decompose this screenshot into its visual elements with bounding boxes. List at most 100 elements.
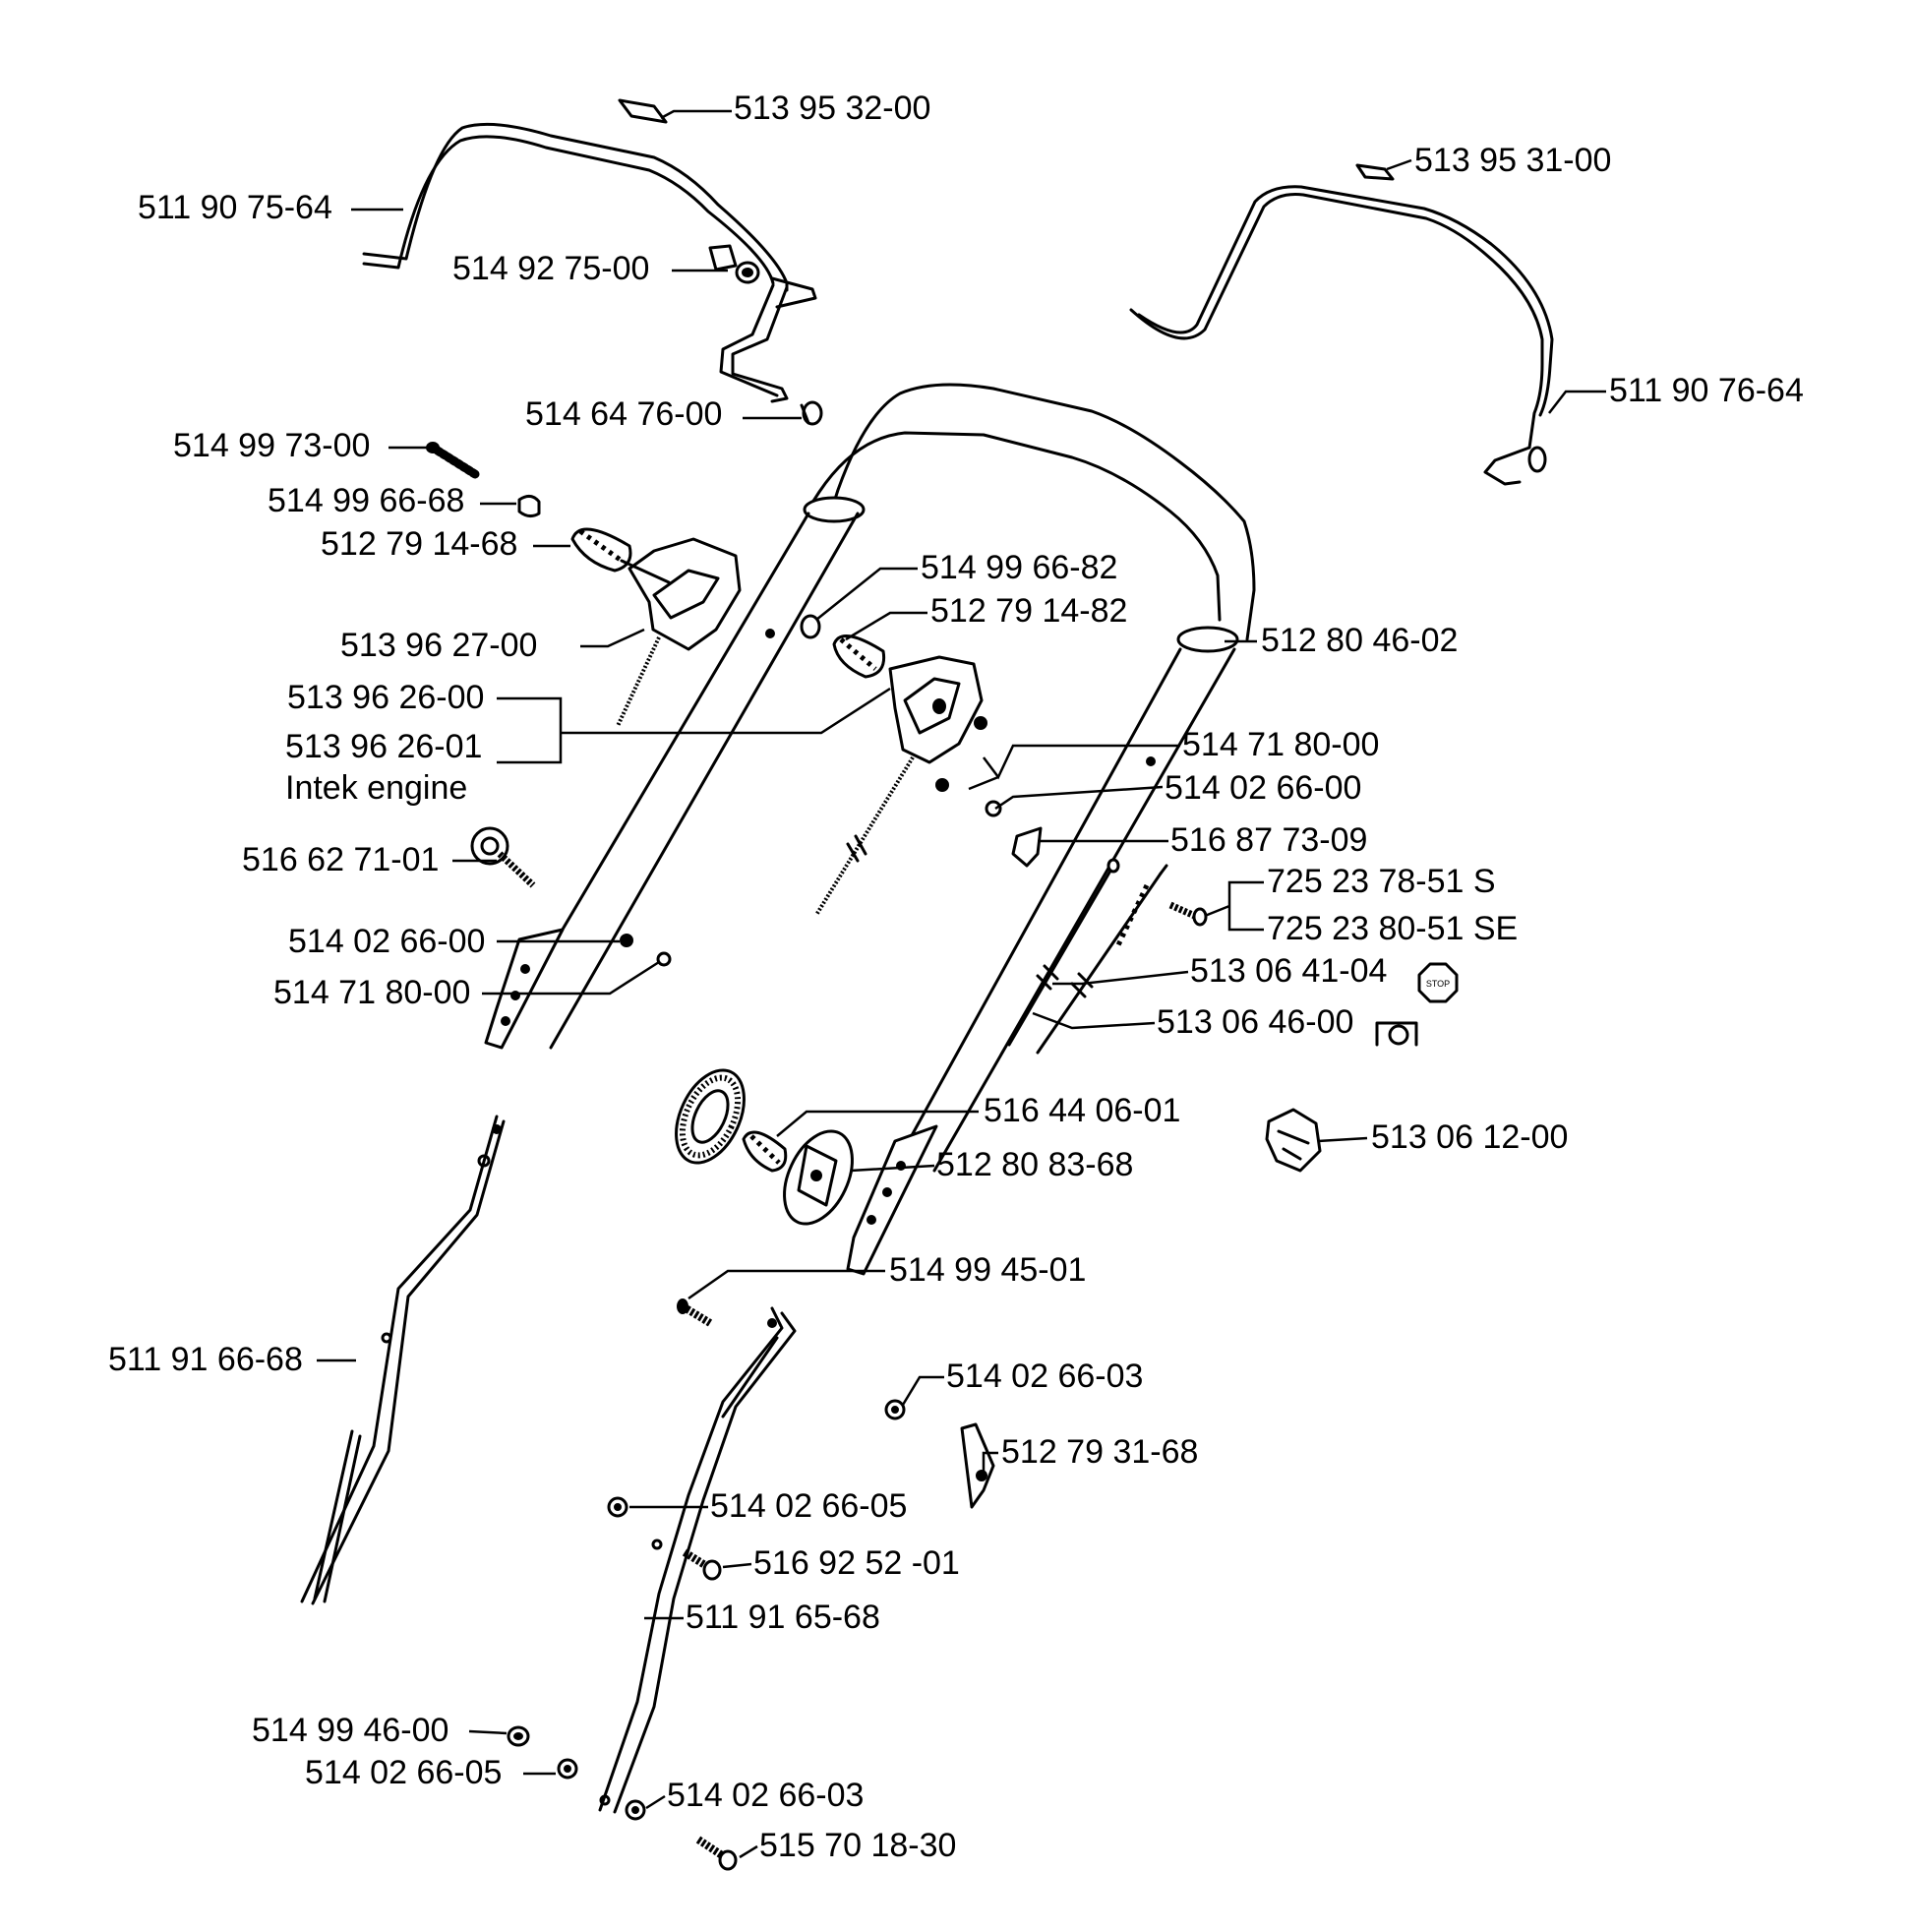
leader <box>739 1844 758 1859</box>
bail-bar-right-arm <box>1483 446 1531 486</box>
bail-bar-left-arm-inner <box>719 283 779 397</box>
label-512-80-46-02: 512 80 46-02 <box>1261 622 1458 659</box>
leader <box>482 960 660 996</box>
leader <box>497 687 891 764</box>
label-514-99-46-00: 514 99 46-00 <box>252 1712 448 1749</box>
nut-right-part <box>800 614 821 639</box>
label-514-02-66-03-b: 514 02 66-03 <box>667 1777 864 1814</box>
lower-handle-left-part <box>300 1115 499 1603</box>
label-511-90-75-64: 511 90 75-64 <box>138 189 332 226</box>
leader <box>722 1562 752 1569</box>
main-handle-part <box>829 383 1256 641</box>
bolt-515701830 <box>695 1836 725 1859</box>
washer-left <box>620 934 633 947</box>
leader <box>1032 1011 1156 1030</box>
bolt-head <box>426 442 440 453</box>
leader <box>994 785 1164 811</box>
washer-03b-hole <box>631 1806 639 1814</box>
decal-right-shape <box>1355 163 1395 181</box>
cable-1-end <box>1106 858 1120 874</box>
cable-break-1 <box>1036 964 1059 991</box>
lower-handle-right-hole2 <box>651 1539 663 1550</box>
label-514-71-80-00-a: 514 71 80-00 <box>1182 726 1379 763</box>
label-514-99-66-82: 514 99 66-82 <box>921 549 1117 586</box>
nut-left <box>656 951 672 967</box>
control-block-left-face <box>652 569 720 620</box>
ratchet-spring-outline <box>742 1130 788 1173</box>
leader <box>580 628 645 648</box>
label-512-80-83-68: 512 80 83-68 <box>936 1146 1133 1183</box>
nut-block-right-2 <box>935 778 949 792</box>
cable-break-2 <box>1070 972 1094 998</box>
leader <box>1386 158 1412 171</box>
screw-head <box>1192 907 1208 927</box>
lower-handle-right-part2 <box>613 1311 797 1814</box>
label-516-44-06-01: 516 44 06-01 <box>984 1092 1180 1129</box>
label-513-96-27-00: 513 96 27-00 <box>340 627 537 664</box>
label-514-99-73-00: 514 99 73-00 <box>173 427 370 464</box>
main-handle-right-tube <box>893 647 1182 1168</box>
leader <box>1052 970 1189 986</box>
washer-block-right <box>985 800 1002 817</box>
control-block-left-part <box>628 537 742 651</box>
label-513-95-31-00: 513 95 31-00 <box>1414 142 1611 179</box>
lower-handle-left-hole3 <box>381 1332 392 1344</box>
main-handle-mark2 <box>1146 756 1156 766</box>
label-514-02-66-05-a: 514 02 66-05 <box>710 1487 907 1525</box>
main-handle-right-collar <box>1176 626 1239 653</box>
bail-bar-left-part-inner <box>362 135 775 285</box>
gear-icon-wheel <box>1388 1024 1409 1046</box>
label-513-96-26-00: 513 96 26-00 <box>287 679 484 716</box>
control-block-right-hole <box>932 698 946 714</box>
lower-handle-right-part <box>598 1306 784 1812</box>
bolt-515701830-head <box>718 1849 738 1871</box>
washer-05b-hole <box>564 1765 571 1773</box>
label-513-06-41-04: 513 06 41-04 <box>1190 952 1387 990</box>
lower-handle-right-hole <box>767 1318 777 1328</box>
label-intek-engine: Intek engine <box>285 769 467 807</box>
label-513-06-12-00: 513 06 12-00 <box>1371 1118 1568 1156</box>
lower-handle-left-part2 <box>311 1119 506 1605</box>
main-handle-left-hole3 <box>501 1016 510 1026</box>
bolt-lower-head <box>677 1298 688 1314</box>
knob-face <box>797 1144 838 1207</box>
nut-514994600-hole <box>513 1732 523 1740</box>
main-handle-left-hole1 <box>520 964 530 974</box>
ratchet-disk-teeth <box>679 1074 742 1159</box>
label-514-92-75-00: 514 92 75-00 <box>452 250 649 287</box>
clip-part <box>1011 826 1043 868</box>
label-514-64-76-00: 514 64 76-00 <box>525 395 722 433</box>
plate-part <box>960 1422 995 1509</box>
leader <box>845 611 927 641</box>
bolt-part <box>428 443 480 479</box>
main-handle-left-foot <box>484 928 565 1050</box>
gear-icon <box>1375 1021 1418 1047</box>
label-513-95-32-00: 513 95 32-00 <box>734 90 930 127</box>
label-516-92-52-01: 516 92 52 -01 <box>753 1544 960 1582</box>
spring-outline <box>570 527 632 573</box>
label-516-62-71-01: 516 62 71-01 <box>242 841 439 878</box>
lower-handle-left-slot <box>313 1429 354 1600</box>
eyebolt-ring <box>470 826 509 866</box>
label-513-06-46-00: 513 06 46-00 <box>1157 1003 1353 1041</box>
nut-block-right-1 <box>974 716 987 730</box>
bail-bar-right-part-inner <box>1137 185 1554 417</box>
eyebolt-ring-inner <box>480 836 500 856</box>
lower-handle-left-slot2 <box>323 1434 362 1603</box>
leader <box>1204 880 1264 932</box>
lower-handle-left-hole2 <box>477 1154 491 1168</box>
spring-right-part <box>839 637 877 671</box>
leader <box>982 1451 998 1476</box>
bail-bar-right-part <box>1129 193 1544 450</box>
lower-handle-right-hole3 <box>599 1794 611 1806</box>
label-512-79-14-68: 512 79 14-68 <box>321 525 517 563</box>
main-handle-right-hole2 <box>882 1187 892 1197</box>
control-block-right-face <box>903 677 961 735</box>
bail-bar-right-washer <box>1527 446 1547 473</box>
main-handle-part-inner <box>805 431 1222 622</box>
washer-part-hole <box>742 268 753 277</box>
main-handle-left-tube2 <box>549 512 860 1050</box>
cap-part-body <box>800 403 810 425</box>
leader <box>687 1269 885 1300</box>
